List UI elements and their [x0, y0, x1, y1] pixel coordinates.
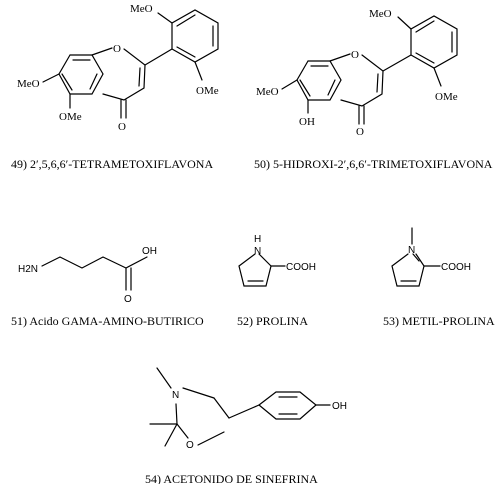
compound-50-methoxy-right: OMe: [435, 91, 458, 103]
compound-52-nitrogen: N: [254, 246, 261, 257]
compound-52-nh-hydrogen: H: [254, 234, 261, 245]
compound-51-carbonyl-oxygen: O: [124, 294, 132, 305]
compound-49-caption: 49) 2′,5,6,6′-TETRAMETOXIFLAVONA: [11, 157, 213, 171]
compound-54-caption: 54) ACETONIDO DE SINEFRINA: [145, 472, 318, 484]
compound-51-hydroxyl: OH: [142, 246, 157, 257]
compound-50-ring-oxygen: O: [351, 49, 359, 61]
compound-49-carbonyl-oxygen: O: [118, 121, 126, 133]
compound-54-structure: N O OH: [149, 367, 347, 451]
compound-54-hydroxyl: OH: [332, 401, 347, 412]
compound-50-structure: O MeO OMe MeO OH O: [256, 8, 458, 138]
compound-50-methoxy-top: MeO: [369, 8, 392, 20]
compound-50-hydroxyl: OH: [299, 116, 315, 128]
compound-53-caption: 53) METIL-PROLINA: [383, 314, 495, 328]
compound-49-methoxy-bottom: OMe: [59, 111, 82, 123]
compound-51-caption: 51) Acido GAMA-AMINO-BUTIRICO: [11, 314, 204, 328]
compound-50-methoxy-left: MeO: [256, 86, 279, 98]
compound-51-amino-group: H2N: [18, 264, 38, 275]
compound-49-methoxy-left: MeO: [17, 78, 40, 90]
compound-49-methoxy-right: OMe: [196, 85, 219, 97]
compound-52-carboxyl: COOH: [286, 262, 316, 273]
compound-49-methoxy-top: MeO: [130, 3, 153, 15]
compound-49-structure: O MeO OMe MeO OMe O: [17, 3, 219, 133]
compound-53-structure: N COOH: [391, 227, 471, 287]
compound-52-structure: H N COOH: [238, 234, 316, 287]
compound-50-caption: 50) 5-HIDROXI-2′,6,6′-TRIMETOXIFLAVONA: [254, 157, 493, 171]
compound-51-structure: H2N OH O: [18, 246, 157, 305]
compound-52-caption: 52) PROLINA: [237, 314, 308, 328]
compound-50-carbonyl-oxygen: O: [356, 126, 364, 138]
compound-54-nitrogen: N: [172, 390, 179, 401]
compound-53-nitrogen: N: [408, 245, 415, 256]
compound-54-ring-oxygen: O: [186, 440, 194, 451]
compound-53-carboxyl: COOH: [441, 262, 471, 273]
compound-49-ring-oxygen: O: [113, 43, 121, 55]
